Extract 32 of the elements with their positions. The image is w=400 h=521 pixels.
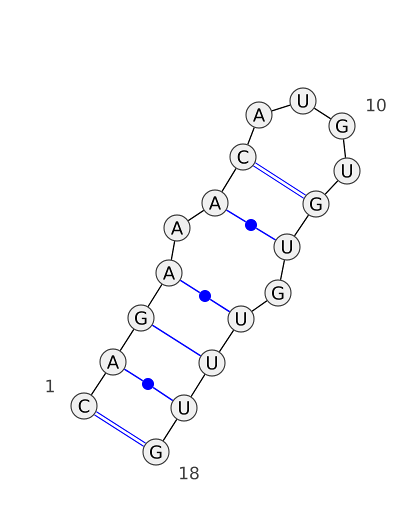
backbone-line [222, 168, 236, 192]
position-number: 1 [46, 380, 54, 392]
backbone-line [314, 108, 331, 120]
backbone-line [188, 210, 204, 222]
base-pair-line [94, 411, 146, 447]
backbone-line [324, 180, 338, 195]
backbone-line [90, 373, 106, 395]
base-pair-line [152, 324, 201, 356]
position-number: 18 [180, 466, 199, 480]
backbone-line [247, 127, 255, 145]
backbone-line [342, 139, 346, 158]
backbone-line [148, 284, 162, 307]
base-pair-line [253, 162, 306, 199]
base-pair-line [180, 280, 200, 294]
base-pair-line [226, 209, 246, 222]
dot [199, 290, 211, 302]
base-pair-line [210, 298, 230, 312]
backbone-line [120, 329, 134, 351]
backbone-line [162, 419, 178, 441]
backbone-line [280, 260, 286, 280]
backbone-line [294, 214, 309, 236]
backbone-line [252, 300, 268, 312]
dot [142, 378, 154, 390]
base-pair-line [152, 386, 174, 402]
backbone-line [218, 330, 234, 352]
dot [245, 219, 257, 231]
backbone-line [170, 241, 176, 260]
backbone-line [272, 104, 290, 112]
base-pair-line [124, 368, 144, 382]
position-number: 10 [367, 98, 386, 112]
base-pair-line [256, 228, 276, 241]
backbone-line [190, 374, 206, 397]
